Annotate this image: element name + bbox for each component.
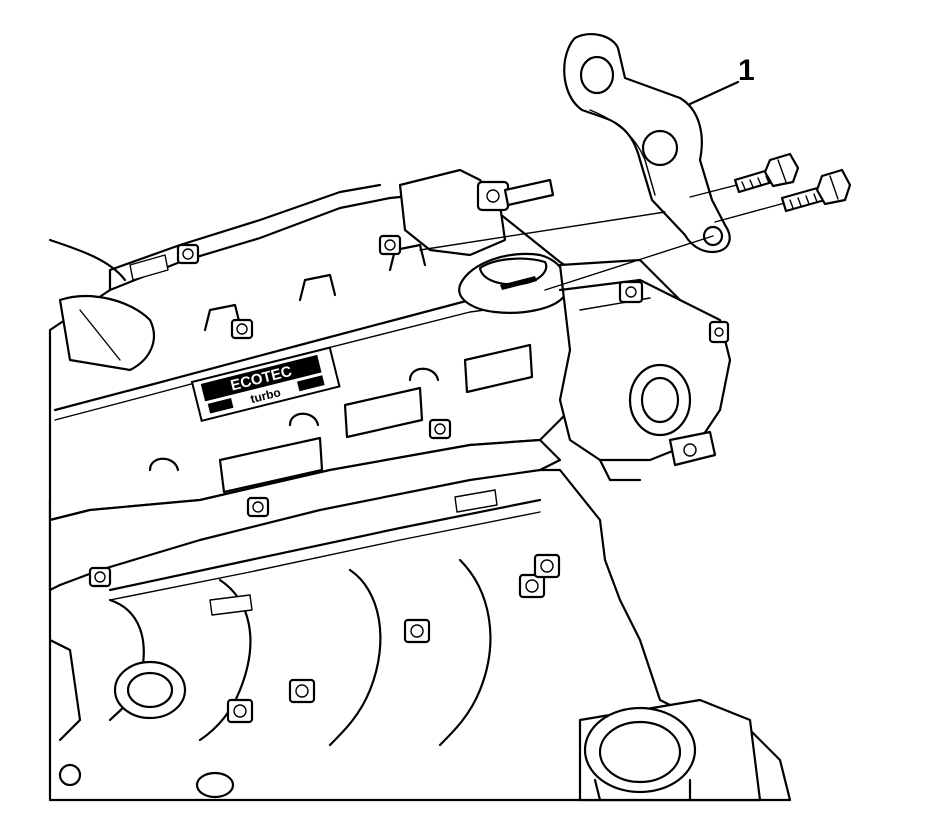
injector — [209, 594, 253, 616]
alignment-line — [544, 235, 714, 291]
cover-bolt — [428, 418, 452, 440]
coolant-outlet — [398, 168, 555, 257]
bracket-bolt-lower — [714, 168, 852, 223]
injector — [454, 489, 498, 513]
block-bolt — [226, 698, 254, 724]
engine-block — [48, 468, 792, 802]
oil-fill-cap — [458, 252, 568, 314]
housing-bolt — [618, 280, 644, 304]
block-bolt — [288, 678, 316, 704]
cover-bolt — [378, 234, 402, 256]
bracket-bolt-upper — [689, 152, 800, 198]
callout-leader-line — [688, 80, 740, 106]
alignment-line — [419, 211, 666, 251]
cover-bolt — [88, 566, 112, 588]
cover-bolt — [230, 318, 254, 340]
block-bolt — [403, 618, 431, 644]
cover-bolt — [246, 496, 270, 518]
cover-bolt — [176, 243, 200, 265]
housing-bolt — [708, 320, 730, 344]
sensor-connector — [668, 430, 717, 467]
camshaft-housing — [558, 258, 732, 482]
block-bolt — [533, 553, 561, 579]
lift-bracket — [563, 33, 731, 254]
callout-1: 1 — [688, 54, 755, 106]
block-bolt — [518, 573, 546, 599]
callout-label: 1 — [738, 54, 755, 87]
